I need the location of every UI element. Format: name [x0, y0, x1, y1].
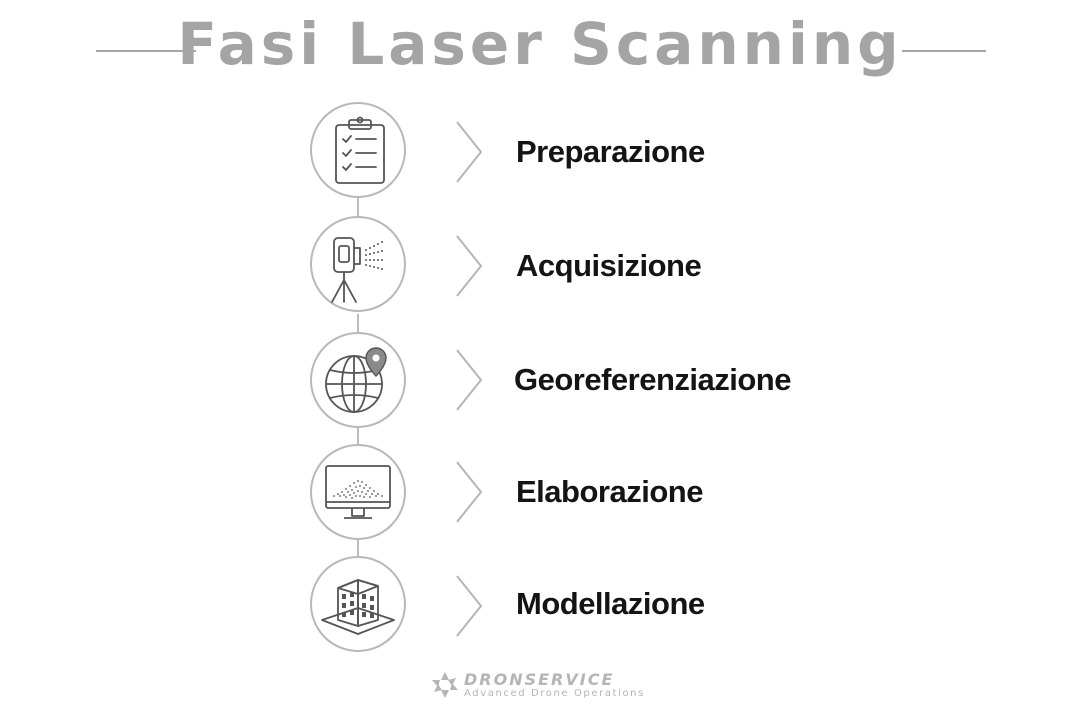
chevron-right-icon	[456, 235, 483, 297]
clipboard-checklist-icon	[335, 116, 385, 184]
title-rule-left	[96, 50, 196, 52]
monitor-point-cloud-icon	[325, 465, 391, 519]
header: Fasi Laser Scanning	[0, 8, 1080, 78]
step-label-modellazione: Modellazione	[516, 586, 705, 621]
brand-logo: DRONSERVICE Advanced Drone Operations	[430, 668, 660, 708]
connector-line	[357, 314, 359, 332]
step-label-georeferenziazione: Georeferenziazione	[514, 362, 791, 397]
globe-location-pin-icon	[325, 347, 387, 413]
title-rule-right	[902, 50, 986, 52]
connector-line	[357, 198, 359, 218]
logo-name: DRONSERVICE	[464, 670, 615, 689]
connector-line	[357, 428, 359, 444]
step-icon-circle	[310, 444, 406, 540]
page-title: Fasi Laser Scanning	[177, 10, 903, 78]
step-label-acquisizione: Acquisizione	[516, 248, 702, 283]
connector-line	[357, 540, 359, 556]
step-icon-circle	[310, 102, 406, 198]
chevron-right-icon	[456, 349, 483, 411]
step-label-preparazione: Preparazione	[516, 134, 705, 169]
step-label-elaborazione: Elaborazione	[516, 474, 703, 509]
chevron-right-icon	[456, 461, 483, 523]
logo-tagline: Advanced Drone Operations	[464, 688, 645, 699]
step-icon-circle	[310, 332, 406, 428]
logo-mark-icon	[432, 672, 458, 698]
chevron-right-icon	[456, 121, 483, 183]
chevron-right-icon	[456, 575, 483, 637]
laser-scanner-tripod-icon	[331, 237, 383, 303]
step-icon-circle	[310, 216, 406, 312]
step-icon-circle	[310, 556, 406, 652]
building-3d-icon	[321, 579, 395, 635]
